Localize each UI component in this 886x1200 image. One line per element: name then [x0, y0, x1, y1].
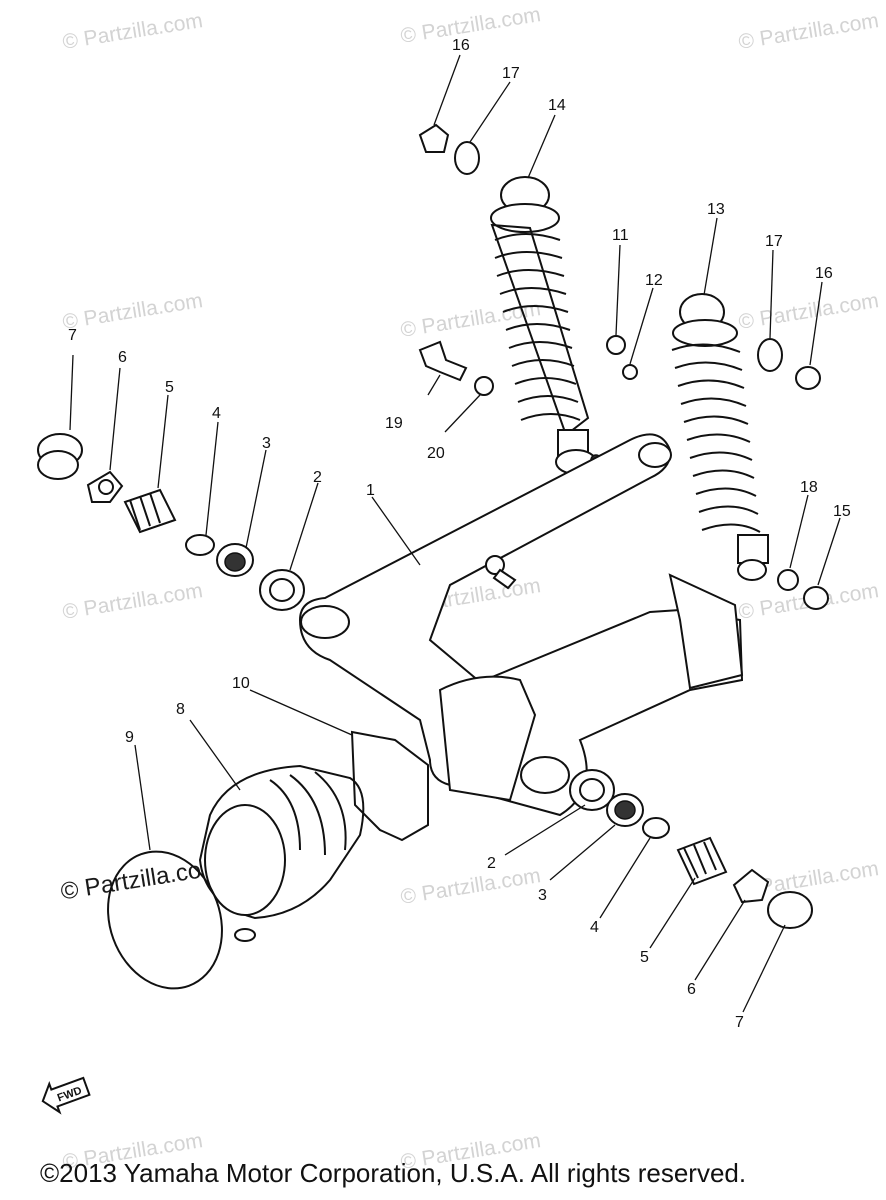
- leader-lines: [69, 54, 841, 1013]
- callout-16-right: 16: [815, 265, 833, 282]
- callout-18: 18: [800, 479, 818, 496]
- callout-17: 17: [502, 65, 520, 82]
- callout-4: 4: [212, 405, 221, 422]
- callout-6: 6: [118, 349, 127, 366]
- gasket: [350, 730, 429, 842]
- callout-20: 20: [427, 445, 445, 462]
- rear-shock-left: [490, 176, 602, 475]
- callout-2: 2: [313, 469, 322, 486]
- callout-2-right: 2: [487, 855, 496, 872]
- callout-12: 12: [645, 272, 663, 289]
- callout-4-right: 4: [590, 919, 599, 936]
- swing-arm: [298, 433, 744, 817]
- callout-3: 3: [262, 435, 271, 452]
- callout-5-right: 5: [640, 949, 649, 966]
- callout-5: 5: [165, 379, 174, 396]
- callout-10: 10: [232, 675, 250, 692]
- callout-3-right: 3: [538, 887, 547, 904]
- callout-16: 16: [452, 37, 470, 54]
- callout-labels: 7 6 5 4 3 2 1 16 17 14 11 12 13 17 16 18…: [68, 37, 851, 1031]
- left-hardware: [37, 433, 305, 611]
- callout-13: 13: [707, 201, 725, 218]
- rear-shock-right: [671, 293, 769, 581]
- callout-19: 19: [385, 415, 403, 432]
- top-hardware: [418, 123, 829, 610]
- callout-15: 15: [833, 503, 851, 520]
- callout-17-right: 17: [765, 233, 783, 250]
- callout-7-right: 7: [735, 1014, 744, 1031]
- callout-14: 14: [548, 97, 566, 114]
- rubber-boot: [198, 764, 365, 942]
- callout-9: 9: [125, 729, 134, 746]
- callout-7: 7: [68, 327, 77, 344]
- o-ring: [107, 850, 223, 990]
- right-hardware: [569, 769, 813, 929]
- callout-1: 1: [366, 482, 375, 499]
- callout-8: 8: [176, 701, 185, 718]
- callout-11: 11: [612, 227, 629, 244]
- fwd-arrow-icon: FWD: [41, 1076, 91, 1115]
- copyright-notice: ©2013 Yamaha Motor Corporation, U.S.A. A…: [40, 1158, 747, 1188]
- callout-6-right: 6: [687, 981, 696, 998]
